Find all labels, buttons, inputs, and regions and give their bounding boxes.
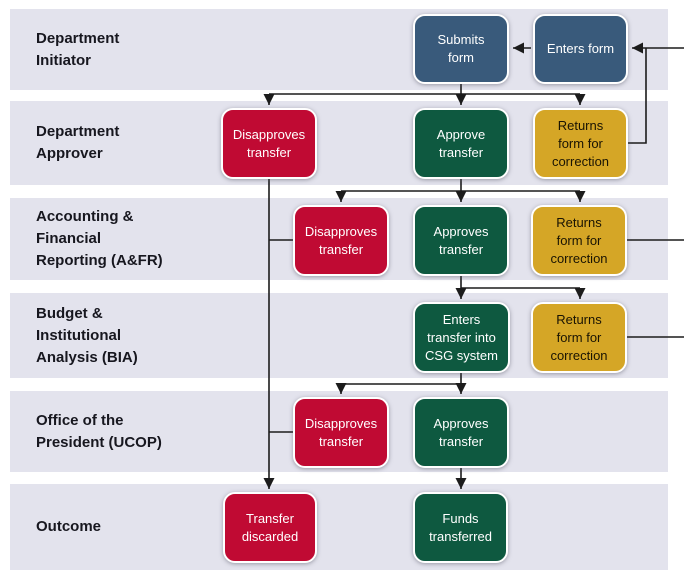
node-ucop-disapproves: Disapproves transfer xyxy=(293,397,389,468)
connector-bia-enters-stub xyxy=(341,373,462,385)
node-outcome-transferred-label: Funds transferred xyxy=(429,510,492,544)
node-afr-disapproves-label: Disapproves transfer xyxy=(304,223,378,257)
node-outcome-transferred: Funds transferred xyxy=(413,492,508,563)
node-ucop-approves-label: Approves transfer xyxy=(433,415,489,449)
node-dept-returns-label: Returns form for correction xyxy=(551,117,610,169)
node-afr-approves: Approves transfer xyxy=(413,205,509,276)
node-ucop-disapproves-label: Disapproves transfer xyxy=(304,415,378,449)
lane-label-department-approver: Department Approver xyxy=(36,123,120,162)
node-enters-form: Enters form xyxy=(533,14,628,84)
lane-label-office-of-the-president: Office of the President (UCOP) xyxy=(36,411,162,451)
node-afr-approves-label: Approves transfer xyxy=(433,223,489,257)
node-enters-form-label: Enters form xyxy=(546,41,615,56)
lane-label-accounting-financial-reporting: Accounting & Financial Reporting (A&FR) xyxy=(36,208,163,269)
node-dept-disapproves: Disapproves transfer xyxy=(221,108,317,179)
node-dept-approves: Approve transfer xyxy=(413,108,509,179)
node-outcome-discarded-label: Transfer discarded xyxy=(241,510,299,544)
node-afr-disapproves: Disapproves transfer xyxy=(293,205,389,276)
node-bia-enters-csg-label: Enters transfer into CSG system xyxy=(425,311,498,363)
node-dept-disapproves-label: Disapproves transfer xyxy=(232,126,306,160)
connector-afr-approves-stub xyxy=(460,276,580,289)
lane-outcome: Outcome xyxy=(10,484,668,570)
node-afr-returns: Returns form for correction xyxy=(531,205,627,276)
node-bia-enters-csg: Enters transfer into CSG system xyxy=(413,302,510,373)
node-dept-returns: Returns form for correction xyxy=(533,108,628,179)
node-submits-form: Submits form xyxy=(413,14,509,84)
lane-label-outcome: Outcome xyxy=(36,518,102,535)
node-ucop-approves: Approves transfer xyxy=(413,397,509,468)
node-dept-approves-label: Approve transfer xyxy=(436,126,486,160)
node-outcome-discarded: Transfer discarded xyxy=(223,492,317,563)
node-afr-returns-label: Returns form for correction xyxy=(550,214,608,266)
node-submits-form-label: Submits form xyxy=(437,32,485,65)
node-bia-returns: Returns form for correction xyxy=(531,302,627,373)
lane-label-department-initiator: Department Initiator xyxy=(36,29,120,69)
lane-label-budget-institutional-analysis: Budget & Institutional Analysis (BIA) xyxy=(36,304,138,366)
node-bia-returns-label: Returns form for correction xyxy=(550,311,608,363)
connector-dept-returns-to-enters-form xyxy=(628,48,647,144)
